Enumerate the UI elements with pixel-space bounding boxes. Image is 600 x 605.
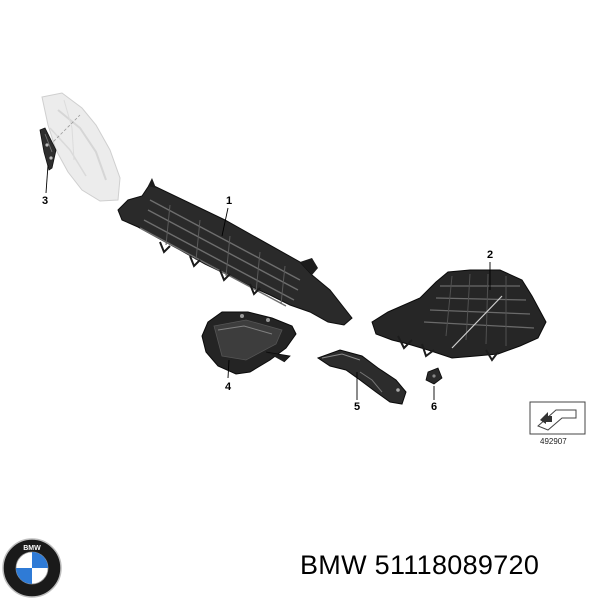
leader-3 [45, 164, 49, 194]
leader-1 [221, 207, 229, 237]
ghost-bumper-part [41, 92, 121, 202]
part-3-bracket [39, 127, 57, 171]
callout-6: 6 [431, 401, 438, 413]
part-1-grille [117, 178, 353, 326]
part-6-clip [425, 367, 443, 385]
callout-4: 4 [225, 381, 232, 393]
callout-3: 3 [42, 195, 49, 207]
callout-2: 2 [487, 249, 494, 261]
reference-code: 492907 [540, 437, 567, 446]
part-2-air-duct [371, 269, 547, 362]
leader-lines [45, 164, 491, 400]
callout-1: 1 [226, 195, 233, 207]
reference-icon-box [529, 401, 586, 435]
part-4-bezel [201, 311, 297, 375]
bmw-logo: BMW [2, 538, 62, 598]
callout-5: 5 [354, 401, 361, 413]
leader-4 [227, 359, 230, 379]
part-5-trim [316, 349, 407, 405]
part-number-caption: BMW 51118089720 [300, 550, 540, 580]
svg-text:BMW: BMW [23, 545, 41, 552]
arrow-icon [537, 409, 577, 431]
